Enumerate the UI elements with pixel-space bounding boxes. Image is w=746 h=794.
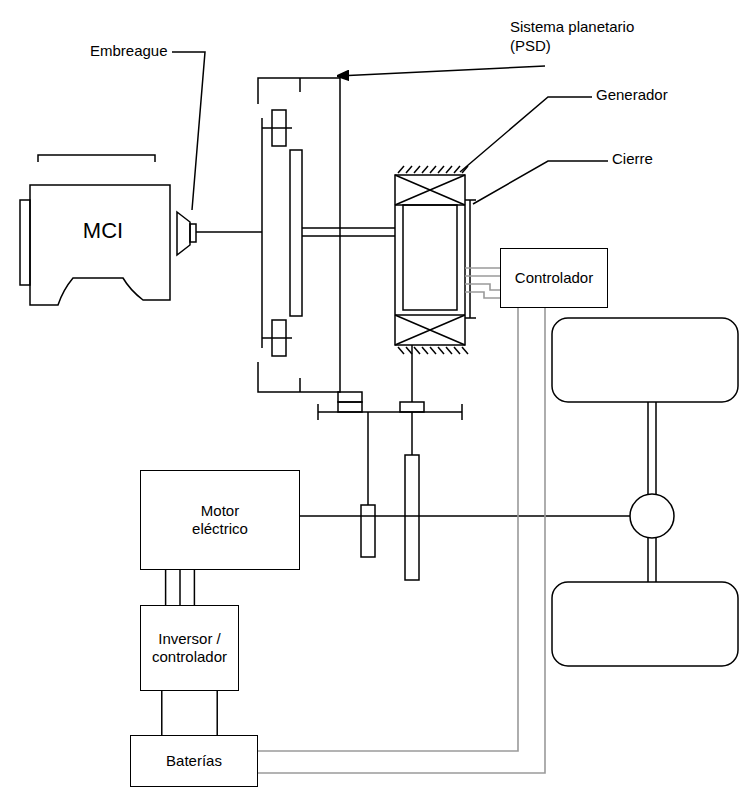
ground-hatching <box>406 347 412 354</box>
planetary-gear-set <box>262 128 292 338</box>
gear-train <box>300 345 630 580</box>
generator-controller-wires <box>465 275 500 277</box>
node-text: MCI <box>83 218 123 244</box>
wire-connector <box>166 570 195 605</box>
ground-hatching <box>398 166 468 173</box>
engine-outline <box>38 155 155 162</box>
part-label: Generador <box>594 86 670 105</box>
ground-hatching <box>422 347 428 354</box>
ground-hatching <box>422 166 428 173</box>
battery-box: Baterías <box>130 735 258 787</box>
ground-hatching <box>454 347 460 354</box>
inverter-box: Inversor / controlador <box>140 605 239 691</box>
node-text: Motor eléctrico <box>175 502 265 538</box>
lock-brake <box>465 200 476 318</box>
motor-box: Motor eléctrico <box>140 470 300 570</box>
drive-axle <box>648 402 656 495</box>
ground-hatching <box>454 166 460 173</box>
planetary-gear-set <box>299 78 301 392</box>
ground-hatching <box>430 166 436 173</box>
leader-lines <box>338 66 545 76</box>
generator-controller-wires <box>465 267 500 269</box>
planetary-gear-set <box>302 228 395 236</box>
planetary-gear-set <box>290 150 302 316</box>
ground-hatching <box>398 347 404 354</box>
engine-outline <box>30 185 170 305</box>
gear-train <box>367 412 369 505</box>
generator-controller-wires <box>465 268 500 298</box>
gear-train <box>300 515 630 517</box>
planetary-gear-set <box>261 118 263 348</box>
ground-hatching <box>406 166 412 173</box>
wire <box>165 570 167 605</box>
clutch <box>190 224 196 242</box>
ground-hatching <box>414 347 420 354</box>
planetary-gear-set <box>258 78 340 392</box>
gear-train <box>338 392 362 402</box>
wire <box>161 691 163 735</box>
gear-train <box>338 402 362 412</box>
drive-axle <box>630 494 674 538</box>
node-text: Controlador <box>515 269 593 287</box>
clutch <box>177 212 190 255</box>
ground-hatching <box>398 166 404 173</box>
clutch <box>177 212 196 255</box>
drive-axle <box>648 537 656 582</box>
part-label: Embreague <box>88 42 170 61</box>
leader-lines <box>172 52 205 210</box>
lock-brake <box>469 200 471 318</box>
planetary-gear-set <box>196 78 395 392</box>
gear-train <box>411 412 413 455</box>
engine-block: MCI <box>18 150 178 308</box>
leader-lines <box>172 52 608 210</box>
wire-connector <box>162 691 217 735</box>
ground-hatching <box>446 166 452 173</box>
leader-lines <box>473 161 608 204</box>
planetary-gear-set <box>272 320 286 356</box>
ground-hatching <box>462 347 468 354</box>
planetary-gear-set <box>196 231 262 233</box>
wire <box>179 570 181 605</box>
wire <box>194 570 196 605</box>
part-label: Sistema planetario (PSD) <box>508 18 652 56</box>
drive-axle <box>552 318 738 402</box>
node-text: Inversor / controlador <box>148 630 232 666</box>
generator <box>395 175 465 345</box>
gear-train <box>405 455 419 580</box>
generator-controller-wires <box>465 292 500 298</box>
ground-hatching <box>414 166 420 173</box>
gear-train <box>411 345 413 402</box>
generator <box>395 315 465 345</box>
generator-controller-wires <box>465 284 500 290</box>
drive-axle <box>552 318 738 666</box>
part-label: Cierre <box>610 150 655 169</box>
ground-hatching <box>430 347 436 354</box>
gear-train <box>400 402 424 412</box>
controller-box: Controlador <box>500 248 608 308</box>
planetary-gear-set <box>272 110 286 146</box>
ground-hatching <box>438 347 444 354</box>
generator <box>395 166 468 354</box>
engine-flange <box>20 200 30 285</box>
wire <box>258 308 545 773</box>
ground-hatching <box>446 347 452 354</box>
wire <box>216 691 218 735</box>
generator <box>395 205 465 315</box>
generator <box>395 175 465 205</box>
lock-brake <box>465 200 476 318</box>
drive-axle <box>552 582 738 666</box>
gear-train <box>361 505 375 557</box>
generator <box>403 205 457 310</box>
wire-connector <box>258 308 545 773</box>
ground-hatching <box>398 347 468 354</box>
ground-hatching <box>438 166 444 173</box>
node-text: Baterías <box>166 752 222 770</box>
